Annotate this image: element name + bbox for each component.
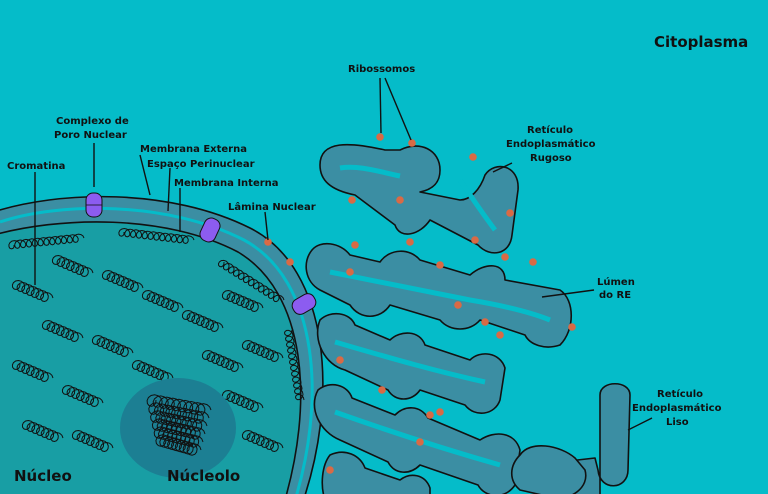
label-ribossomos: Ribossomos <box>348 64 415 75</box>
ribosome-dot <box>336 356 344 364</box>
chromatin-strand <box>131 359 174 383</box>
nuclear-lamina <box>8 227 305 401</box>
ribosome-dot <box>436 408 444 416</box>
nucleolus-strand <box>155 434 202 456</box>
nucleolus-strand <box>146 394 212 416</box>
ribosome-dot <box>501 253 509 261</box>
labels: Citoplasma Ribossomos Retículo Endoplasm… <box>7 33 748 485</box>
ribosome-dot <box>426 411 434 419</box>
ribosome-dot <box>568 323 576 331</box>
chromatin-strand <box>221 289 264 313</box>
ribosome-dot <box>346 268 354 276</box>
nuclear-pore-1 <box>85 192 103 218</box>
ribosome-dot <box>326 466 334 474</box>
ribosome-dot <box>416 438 424 446</box>
label-membrana-interna: Membrana Interna <box>174 178 279 189</box>
chromatin-strand <box>141 289 184 313</box>
ribosome-dot <box>378 386 386 394</box>
ribosome-dot <box>529 258 537 266</box>
ribosome-dot <box>436 261 444 269</box>
ribosome-dot <box>496 331 504 339</box>
chromatin-strand <box>91 334 134 358</box>
nucleus <box>0 192 324 494</box>
lamina-coil <box>118 227 195 245</box>
chromatin <box>11 254 284 453</box>
nucleolus-strand <box>150 410 208 432</box>
ribosome-dot <box>376 133 384 141</box>
label-ser-line2: Endoplasmático <box>632 402 722 414</box>
ribosome-dot <box>469 153 477 161</box>
nucleolus-strand <box>151 418 206 440</box>
label-lumen-line2: do RE <box>599 290 631 301</box>
rough-er <box>264 133 576 494</box>
chromatin-strand <box>201 349 244 373</box>
chromatin-strand <box>61 384 104 408</box>
label-lumen-line1: Lúmen <box>597 276 635 288</box>
chromatin-strand <box>221 389 264 413</box>
chromatin-strand <box>41 319 84 343</box>
lamina-coil <box>283 329 305 401</box>
ribosomes <box>264 133 576 474</box>
label-ser-line1: Retículo <box>657 388 703 400</box>
ribosome-dot <box>481 318 489 326</box>
label-rer-line2: Endoplasmático <box>506 138 596 150</box>
label-poro-line2: Poro Nuclear <box>54 130 127 141</box>
chromatin-strand <box>101 269 144 293</box>
ribosome-dot <box>408 139 416 147</box>
nucleolus <box>120 378 236 478</box>
chromatin-strand <box>11 279 54 303</box>
ribosome-dot <box>348 196 356 204</box>
lamina-coil <box>8 233 85 250</box>
ribosome-dot <box>506 209 514 217</box>
chromatin-strand <box>51 254 94 278</box>
nucleolus-strand <box>148 402 210 424</box>
nuclear-pore-3 <box>291 293 317 315</box>
smooth-er <box>510 382 631 494</box>
nuclear-pore-2 <box>199 217 221 243</box>
label-membrana-externa: Membrana Externa <box>140 144 247 155</box>
chromatin-strand <box>21 419 64 443</box>
chromatin-strand <box>241 339 284 363</box>
ribosome-dot <box>471 236 479 244</box>
pointer-lines <box>34 77 653 431</box>
label-nucleo: Núcleo <box>14 467 72 485</box>
er-lumen-lines <box>329 164 551 468</box>
nucleolus-coils <box>146 394 212 456</box>
chromatin-strand <box>71 429 114 453</box>
label-lamina-nuclear: Lâmina Nuclear <box>228 201 316 213</box>
label-espaco-perinuclear: Espaço Perinuclear <box>147 159 255 170</box>
label-citoplasma: Citoplasma <box>654 33 748 51</box>
label-nucleolo: Núcleolo <box>167 467 240 485</box>
perinuclear-space <box>0 206 314 494</box>
chromatin-strand <box>181 309 224 333</box>
ribosome-dot <box>286 258 294 266</box>
label-poro-line1: Complexo de <box>56 116 129 127</box>
ribosome-dot <box>454 301 462 309</box>
label-rer-line1: Retículo <box>527 124 573 136</box>
chromatin-strand <box>11 359 54 383</box>
ribosome-dot <box>351 241 359 249</box>
label-cromatina: Cromatina <box>7 161 65 172</box>
label-rer-line3: Rugoso <box>530 153 572 164</box>
label-ser-line3: Liso <box>666 417 689 428</box>
ribosome-dot <box>396 196 404 204</box>
ribosome-dot <box>406 238 414 246</box>
chromatin-strand <box>241 429 284 453</box>
lamina-coil <box>217 259 285 303</box>
ribosome-dot <box>264 238 272 246</box>
